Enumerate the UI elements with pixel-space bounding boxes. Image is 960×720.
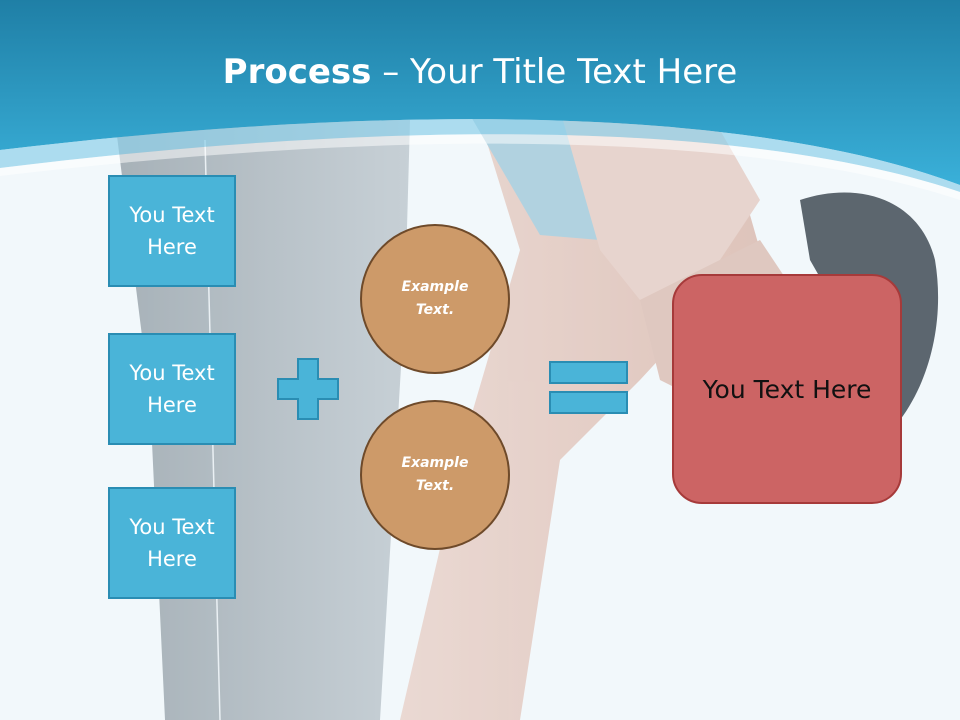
example-circle-2[interactable]: Example Text.	[360, 400, 510, 550]
equals-icon	[549, 361, 628, 414]
title-bold: Process	[222, 52, 372, 92]
input-box-label: You Text Here	[129, 361, 215, 417]
input-box-label: You Text Here	[129, 203, 215, 259]
input-box-3[interactable]: You Text Here	[108, 487, 236, 599]
circle-label: Example Text.	[401, 455, 469, 494]
slide-title: Process – Your Title Text Here	[0, 52, 960, 92]
input-box-2[interactable]: You Text Here	[108, 333, 236, 445]
circle-label: Example Text.	[401, 279, 469, 318]
input-box-1[interactable]: You Text Here	[108, 175, 236, 287]
result-box[interactable]: You Text Here	[672, 274, 902, 504]
title-dash: –	[371, 52, 411, 92]
title-text: Your Title Text Here	[410, 52, 738, 92]
plus-icon	[277, 358, 339, 420]
example-circle-1[interactable]: Example Text.	[360, 224, 510, 374]
input-box-label: You Text Here	[129, 515, 215, 571]
result-label: You Text Here	[702, 374, 872, 404]
